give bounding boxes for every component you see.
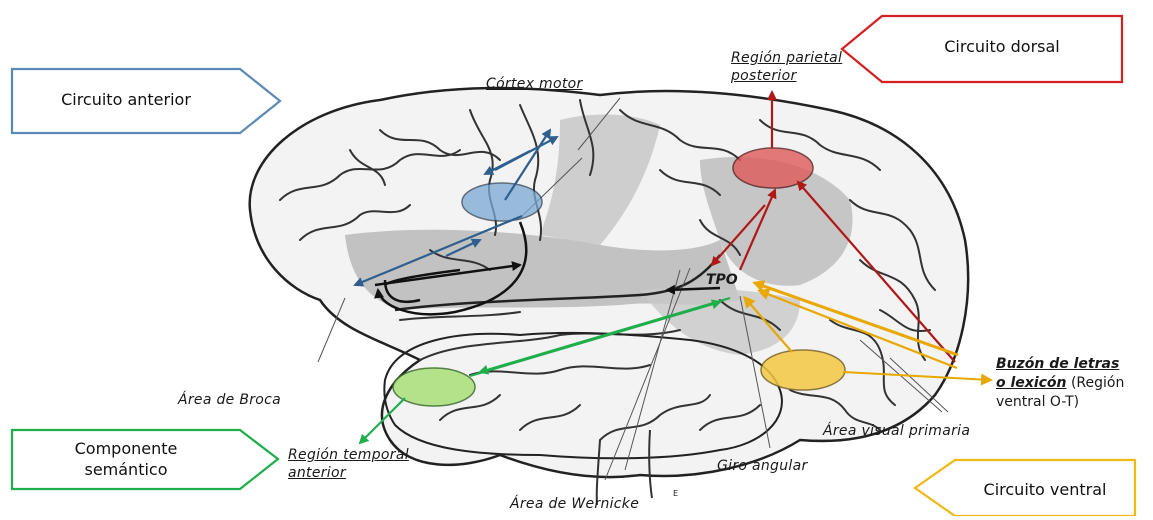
parietal-line-1: Región parietal <box>731 49 842 67</box>
tpo-label: TPO <box>706 272 738 288</box>
semantic-line-1: Componente <box>12 438 240 459</box>
temporal-anterior-region <box>393 368 475 406</box>
angular-gyrus-label: Giro angular <box>717 458 808 474</box>
temporal-line-2: anterior <box>288 464 409 482</box>
primary-visual-label: Área visual primaria <box>823 423 970 439</box>
temporal-anterior-label: Región temporal anterior <box>288 446 409 482</box>
anterior-circuit-label: Circuito anterior <box>12 90 240 109</box>
dorsal-circuit-label: Circuito dorsal <box>882 37 1122 56</box>
letterbox-region <box>761 350 845 390</box>
brain-illustration <box>250 88 968 505</box>
ventral-circuit-label: Circuito ventral <box>955 480 1135 499</box>
parietal-region <box>733 148 813 188</box>
parietal-label: Región parietal posterior <box>731 49 842 85</box>
wernicke-label: Área de Wernicke <box>510 496 639 512</box>
letterbox-line-3: ventral O-T) <box>996 393 1124 412</box>
parietal-line-2: posterior <box>731 67 842 85</box>
semantic-component-label: Componente semántico <box>12 438 240 480</box>
broca-label: Área de Broca <box>178 392 281 408</box>
temporal-line-1: Región temporal <box>288 446 409 464</box>
letterbox-line-2-rest: (Región <box>1067 375 1125 391</box>
motor-cortex-region <box>462 183 542 221</box>
semantic-line-2: semántico <box>12 459 240 480</box>
letterbox-line-2-bold: o lexicón <box>996 375 1067 391</box>
wernicke-mark: E <box>673 489 678 498</box>
motor-cortex-label: Córtex motor <box>486 76 583 92</box>
letterbox-label: Buzón de letras o lexicón (Región ventra… <box>996 355 1124 412</box>
letterbox-line-1: Buzón de letras <box>996 355 1124 374</box>
